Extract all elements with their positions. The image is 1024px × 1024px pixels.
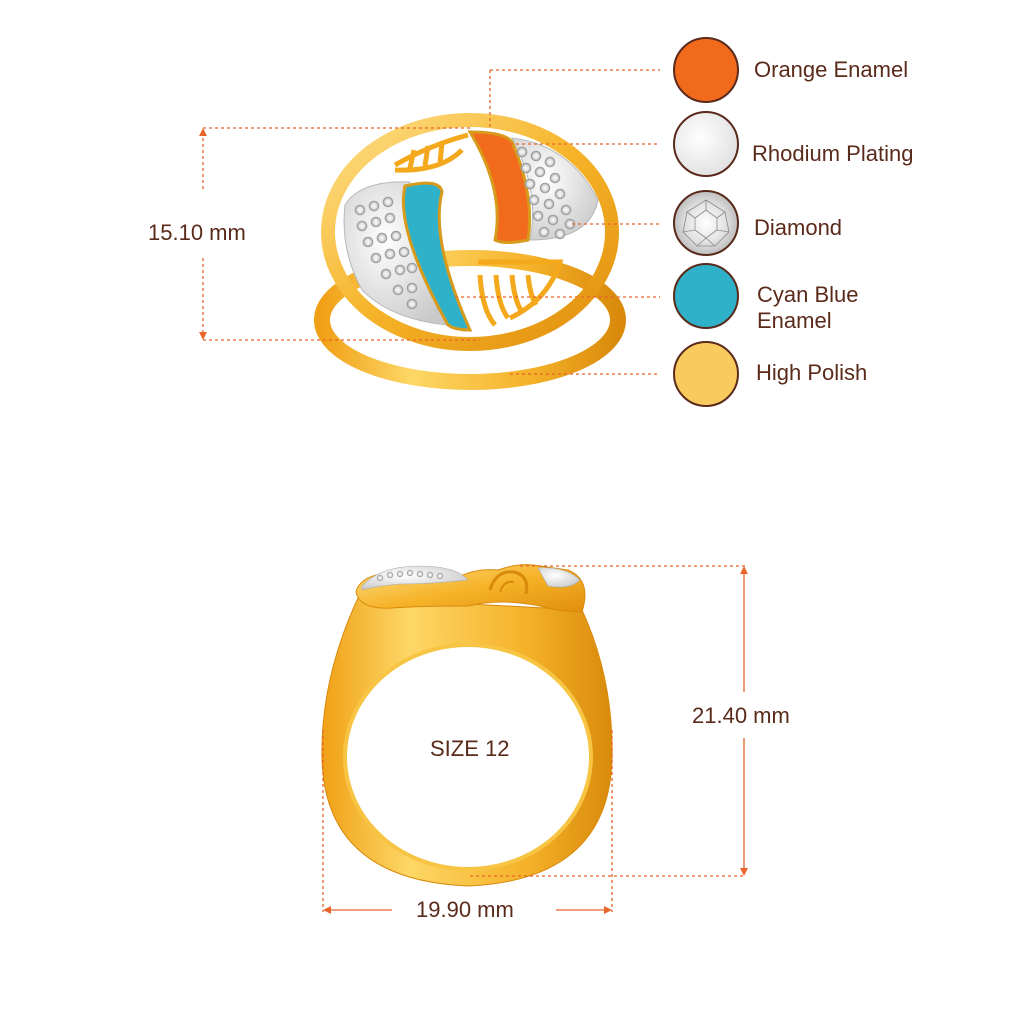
front-band	[314, 250, 626, 390]
front-head-frame	[321, 113, 619, 351]
front-view-ring	[314, 113, 626, 390]
diamond-cluster-left	[354, 196, 418, 310]
side-ring-hole	[345, 645, 591, 869]
diamond-cluster-right	[516, 146, 576, 240]
side-dimension-guides	[322, 565, 746, 912]
cyan-blue-enamel-label: Cyan Blue Enamel	[757, 282, 859, 333]
front-arrowheads	[199, 128, 207, 340]
orange-enamel-segment	[467, 130, 532, 244]
orange-enamel-label: Orange Enamel	[754, 57, 909, 82]
side-arrowheads	[323, 566, 748, 914]
cyan-enamel-segment	[401, 181, 473, 332]
orange-enamel-swatch	[673, 37, 739, 103]
front-dimension-guides	[202, 69, 660, 375]
diamond-label: Diamond	[754, 215, 843, 240]
side-dimension-lines	[326, 568, 745, 911]
side-height-label: 21.40 mm	[692, 703, 790, 728]
side-view-ring	[321, 564, 613, 887]
cyan-blue-enamel-swatch	[673, 263, 739, 329]
high-polish-swatch	[673, 341, 739, 407]
rhodium-plating-swatch	[673, 111, 739, 177]
high-polish-label: High Polish	[756, 360, 868, 385]
front-height-label: 15.10 mm	[148, 220, 246, 245]
side-width-label: 19.90 mm	[416, 897, 514, 922]
rhodium-plating-label: Rhodium Plating	[752, 141, 914, 166]
ring-size-label: SIZE 12	[430, 736, 510, 761]
diamond-icon	[682, 199, 730, 247]
gold-openwork-top	[393, 132, 469, 173]
diamond-swatch	[673, 190, 739, 256]
